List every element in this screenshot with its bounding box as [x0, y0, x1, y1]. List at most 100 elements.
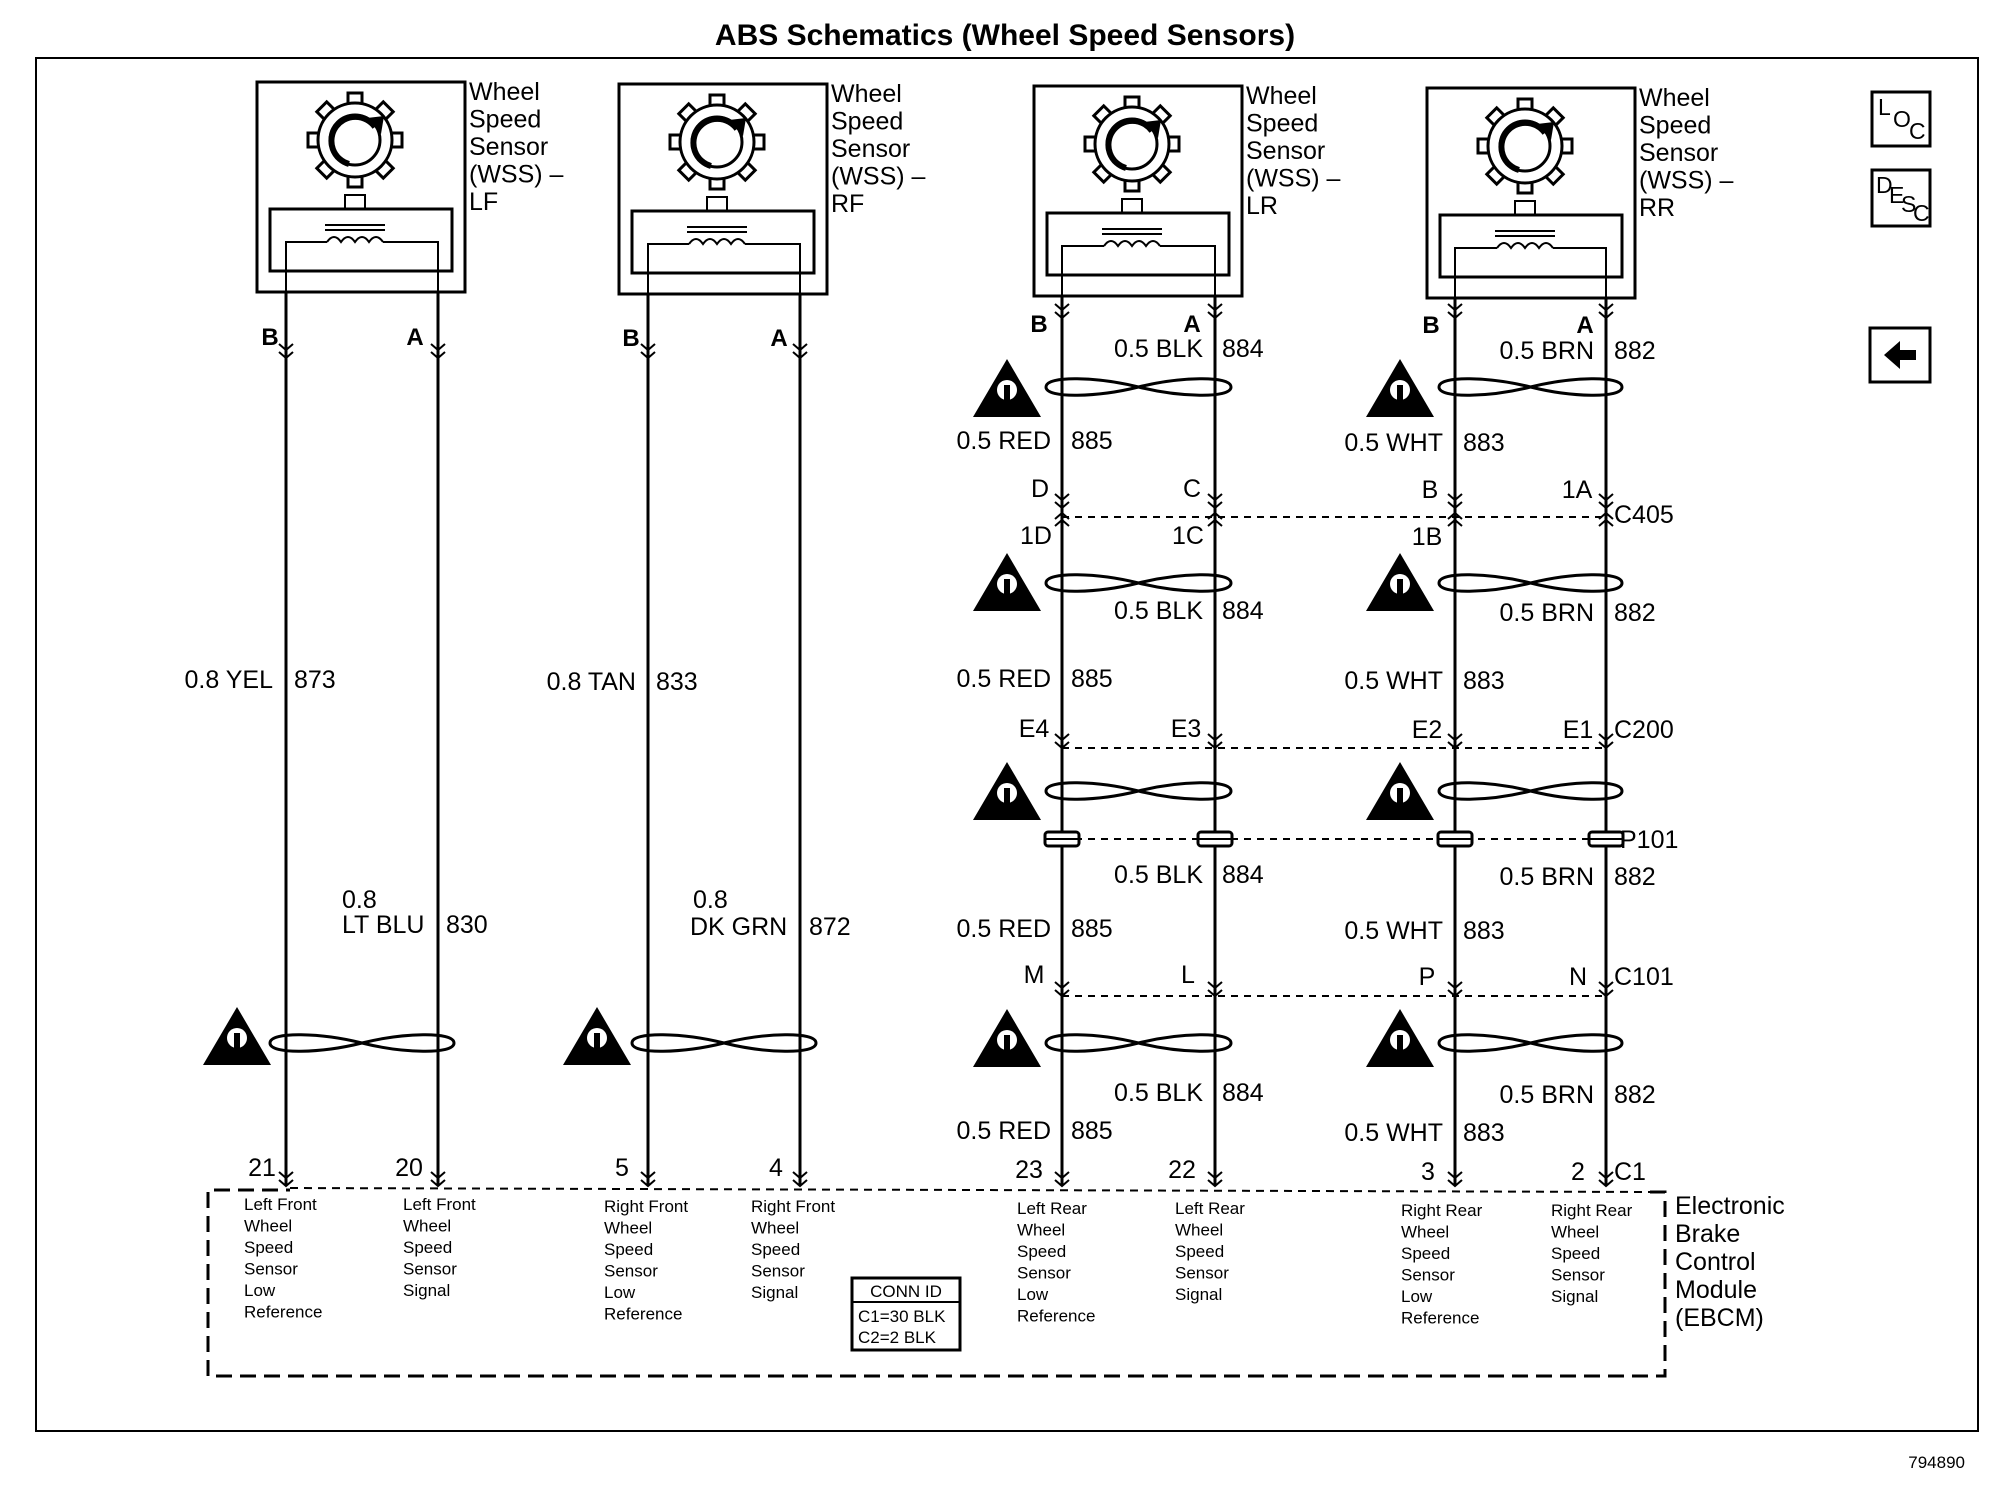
wire-label-rf-low: 0.8 TAN [547, 668, 636, 696]
ebcm-function-line: Wheel [403, 1217, 451, 1236]
pin-label-a: A [770, 325, 787, 352]
connector-c1-pin: 21 [248, 1154, 276, 1182]
rotation-arrowhead [729, 118, 746, 136]
desc-letter-2: E [1889, 182, 1904, 208]
back-button[interactable] [1868, 326, 1932, 384]
ebcm-function-line: Sensor [604, 1262, 658, 1281]
pin-label-b: B [261, 324, 278, 351]
sensor-label-line: RR [1639, 194, 1675, 222]
twisted-pair-icon [1437, 377, 1624, 397]
connector-c1-pin: 5 [615, 1154, 629, 1182]
wire-circuit-rr-low: 883 [1463, 917, 1505, 945]
ebcm-function-line: Speed [1551, 1244, 1600, 1263]
twisted-pair-icon [1044, 573, 1233, 593]
left-arrow-icon [1884, 341, 1916, 369]
twisted-pair-icon [1044, 377, 1233, 397]
sensor-label-line: RF [831, 190, 864, 218]
twisted-pair-icon [1437, 781, 1624, 801]
wire-label-lr-low: 0.5 RED [957, 665, 1051, 693]
sensor-label-line: (WSS) – [831, 163, 926, 191]
caution-icon [973, 553, 1041, 611]
twisted-pair-icon [1044, 1033, 1233, 1053]
rotation-arrowhead [1537, 122, 1554, 140]
sensor-label-line: Sensor [831, 135, 910, 163]
ebcm-function-line: Speed [604, 1240, 653, 1259]
wire-circuit-lr-low: 885 [1071, 1117, 1113, 1145]
connector-c1-name: C1 [1614, 1158, 1646, 1186]
wire-label-rr-low: 0.5 WHT [1344, 917, 1443, 945]
sensor-tab [1121, 198, 1143, 214]
rotation-arrow [1498, 119, 1548, 173]
connector-terminal-icon [640, 343, 656, 360]
connector-terminal-icon [430, 1171, 446, 1188]
ebcm-function-line: Sensor [751, 1262, 805, 1281]
ebcm-function-line: Low [244, 1281, 276, 1300]
ebcm-function-line: Speed [751, 1240, 800, 1259]
caution-bar [1004, 385, 1010, 407]
connector-c101-pin: P [1419, 963, 1436, 991]
caution-icon [203, 1007, 271, 1065]
twisted-pair-icon [1044, 781, 1233, 801]
ebcm-function-line: Signal [751, 1283, 798, 1302]
connector-c1-pin: 2 [1571, 1158, 1585, 1186]
sensor-label-line: Speed [831, 108, 903, 136]
connector-c200-pin: E4 [1019, 715, 1050, 743]
pin-label-a: A [1183, 311, 1200, 338]
ebcm-name-line-3: Control [1675, 1248, 1756, 1276]
ebcm-function-line: Speed [403, 1238, 452, 1257]
twisted-pair-loop [1044, 573, 1233, 593]
wire-color-rf-sig: DK GRN [690, 913, 787, 941]
ebcm-function-line: Sensor [1551, 1266, 1605, 1285]
sensor-gear-icon [668, 93, 766, 191]
twisted-pair-loop [1437, 377, 1624, 397]
wire-circuit-lr-low: 885 [1071, 427, 1113, 455]
ebcm-box [206, 1188, 1667, 1378]
sensor-label-line: Speed [469, 106, 541, 134]
caution-bar [1004, 579, 1010, 601]
twisted-pair-icon [1437, 573, 1624, 593]
sensor-housing [630, 209, 816, 275]
rotation-arrowhead [1144, 120, 1161, 138]
wire-circuit-lr-sig: 884 [1222, 597, 1264, 625]
sensor-internal-wiring [1454, 247, 1607, 298]
wire-circuit-lr-low: 885 [1071, 915, 1113, 943]
loc-letter-1: L [1878, 94, 1891, 120]
wire-circuit-lr-sig: 884 [1222, 861, 1264, 889]
caution-bar [1004, 1035, 1010, 1057]
connector-terminal-icon [1447, 303, 1463, 320]
connector-terminal-icon [1598, 303, 1614, 320]
sensor-tab [1514, 200, 1536, 216]
wire-color-lf-sig: LT BLU [342, 911, 424, 939]
caution-bar [1397, 385, 1403, 407]
connector-terminal-icon [792, 343, 808, 360]
loc-button[interactable]: L O C [1870, 90, 1932, 148]
twisted-pair-icon [268, 1033, 456, 1053]
desc-button[interactable]: D E S C [1870, 168, 1932, 228]
wire-label-lr-sig: 0.5 BLK [1114, 597, 1203, 625]
ebcm-function-line: Wheel [244, 1217, 292, 1236]
ebcm-function-line: Signal [403, 1281, 450, 1300]
connector-c405-name: C405 [1614, 501, 1674, 529]
twisted-pair-icon [630, 1033, 818, 1053]
pin-label-b: B [622, 325, 639, 352]
wire-gauge-rf-sig: 0.8 [693, 886, 728, 914]
wire-label-lf-low: 0.8 YEL [184, 666, 273, 694]
wire-circuit-rr-sig: 882 [1614, 599, 1656, 627]
sensor-label-line: Wheel [831, 80, 902, 108]
connector-c1-pin: 20 [395, 1154, 423, 1182]
connector-terminal-icon [1207, 303, 1223, 320]
caution-icon [973, 1009, 1041, 1067]
ebcm-function-line: Reference [1017, 1307, 1095, 1326]
wire-circuit-rf-sig: 872 [809, 913, 851, 941]
coil-icon [326, 236, 384, 244]
connector-terminal-icon [1207, 493, 1223, 510]
twisted-pair-loop [630, 1033, 818, 1053]
sensor-internal-wiring [1061, 245, 1216, 296]
twisted-pair-loop [1044, 781, 1233, 801]
